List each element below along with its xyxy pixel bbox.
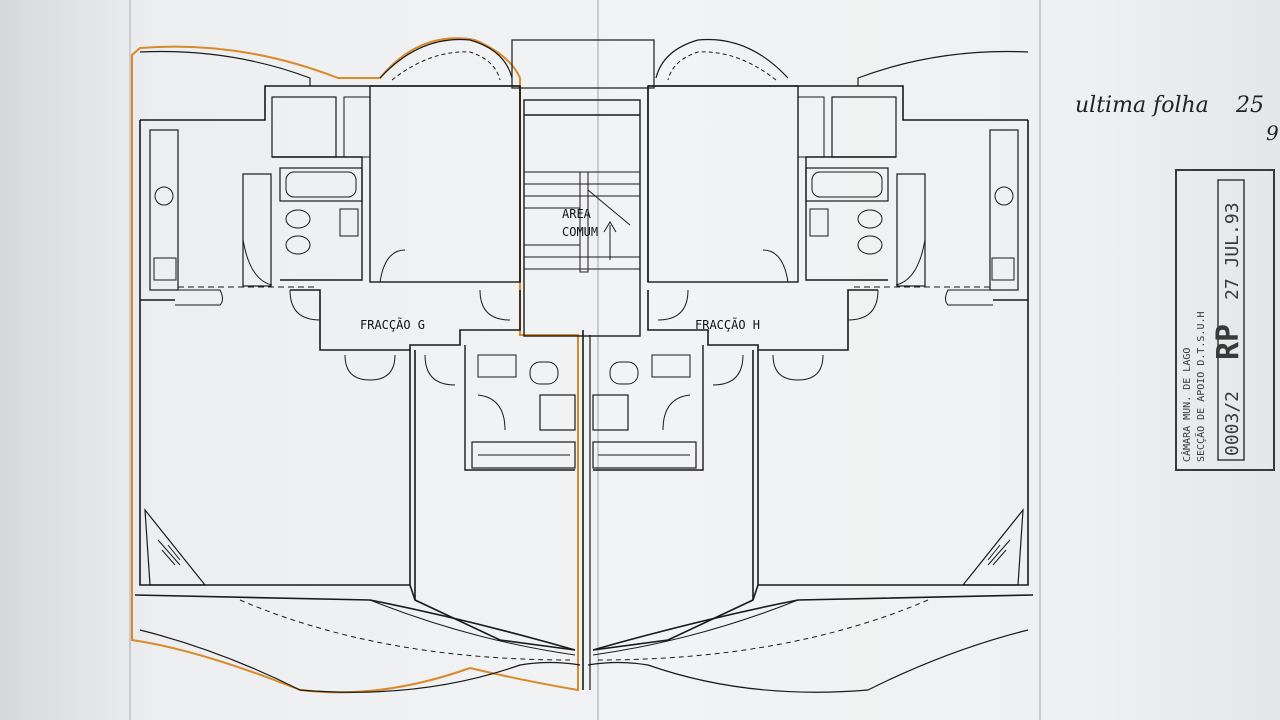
approval-stamp: CÂMARA MUN. DE LAGO SECÇÃO DE APOIO D.T.… bbox=[1175, 169, 1275, 471]
fraccao-g-highlight-outline bbox=[131, 37, 579, 694]
fraccao-h-label: FRACÇÃO H bbox=[695, 317, 760, 332]
common-area-label-line2: COMUM bbox=[562, 225, 598, 239]
handwritten-page-number: 25 bbox=[1235, 93, 1264, 118]
paper-folds bbox=[129, 0, 1041, 720]
common-area-label-line1: AREA bbox=[562, 207, 592, 221]
stamp-date: 27 JUL.93 bbox=[1222, 202, 1243, 300]
handwritten-note: ultima folha bbox=[1075, 93, 1209, 118]
handwritten-page-digit: 9 bbox=[1266, 121, 1279, 145]
fraccao-h-plan bbox=[587, 38, 1034, 693]
fraccao-g-plan bbox=[134, 38, 581, 693]
fraccao-g-label: FRACÇÃO G bbox=[360, 317, 425, 332]
stamp-text-1: CÂMARA MUN. DE LAGO bbox=[1180, 348, 1193, 462]
stamp-number: 0003/2 bbox=[1222, 391, 1243, 456]
stamp-big-letters: RP bbox=[1211, 324, 1246, 360]
common-area-stairwell bbox=[511, 39, 655, 690]
stamp-text-2: SECÇÃO DE APOIO D.T.S.U.H bbox=[1194, 311, 1207, 462]
